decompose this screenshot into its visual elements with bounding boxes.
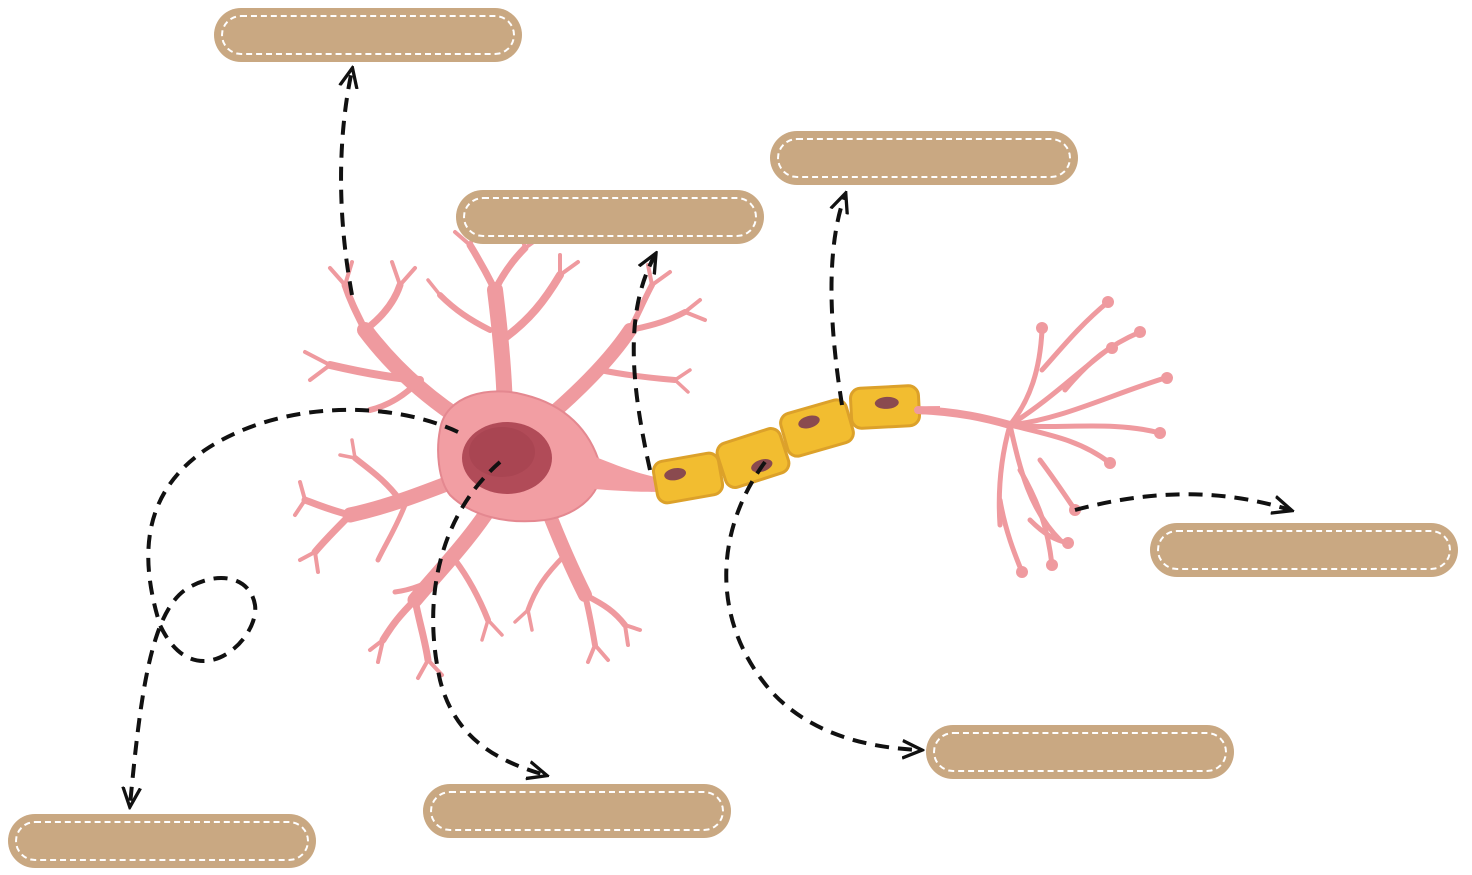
label-box-7[interactable] — [8, 814, 316, 868]
label-box-4[interactable] — [1150, 523, 1458, 577]
arrow-to-label-5 — [726, 462, 920, 750]
label-box-6-text — [423, 784, 731, 838]
arrow-to-label-4 — [1075, 494, 1290, 510]
label-box-5-text — [926, 725, 1234, 779]
label-box-5[interactable] — [926, 725, 1234, 779]
label-box-4-text — [1150, 523, 1458, 577]
label-box-3[interactable] — [770, 131, 1078, 185]
label-box-1-text — [214, 8, 522, 62]
label-box-7-text — [8, 814, 316, 868]
myelin-sheath — [652, 385, 920, 504]
arrow-to-label-3 — [831, 195, 845, 405]
label-box-6[interactable] — [423, 784, 731, 838]
label-box-2[interactable] — [456, 190, 764, 244]
label-box-3-text — [770, 131, 1078, 185]
label-box-2-text — [456, 190, 764, 244]
label-box-1[interactable] — [214, 8, 522, 62]
axon-terminals — [918, 302, 1165, 572]
